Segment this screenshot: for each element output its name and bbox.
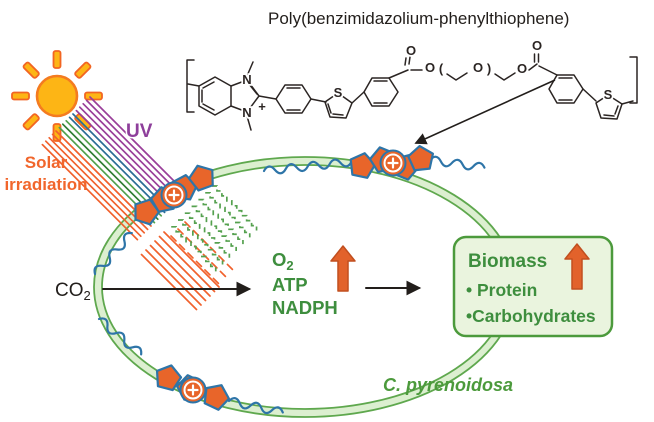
biomass-item-carbohydrates: •Carbohydrates — [466, 306, 596, 326]
atom-n-top: N — [242, 72, 251, 87]
chemical-structure: N N + S O O ( O ) O O — [186, 36, 638, 131]
atom-s-right: S — [604, 87, 613, 102]
atom-charge: + — [258, 99, 266, 114]
biomass-title: Biomass — [468, 251, 547, 272]
species-label: C. pyrenoidosa — [383, 375, 513, 395]
uv-label: UV — [126, 121, 153, 142]
increase-arrow-products — [330, 245, 356, 292]
increase-arrow-biomass — [564, 243, 590, 290]
solar-label-line1: Solar — [25, 153, 68, 172]
aggregate-top — [346, 143, 436, 183]
atom-o-ester-right: O — [517, 61, 527, 76]
solar-label-line2: irradiation — [4, 175, 87, 194]
solar-rays — [41, 96, 186, 241]
structure-to-cell-arrow — [414, 79, 556, 145]
polymer-title: Poly(benzimidazolium-phenylthiophene) — [268, 9, 569, 28]
sun-icon — [11, 50, 103, 142]
paren-close: ) — [487, 61, 491, 76]
atom-o-carbonyl-right: O — [532, 38, 542, 53]
atom-o-ester-left: O — [425, 60, 435, 75]
transmitted-light — [140, 221, 236, 311]
aggregate-bottom — [152, 361, 234, 413]
biomass-item-protein: • Protein — [466, 280, 537, 300]
atp-label: ATP — [272, 274, 308, 295]
o2-label: O2 — [272, 249, 294, 273]
photosynthesis-products: O2 ATP NADPH — [272, 249, 338, 318]
co2-label: CO2 — [55, 280, 91, 303]
paren-open: ( — [439, 61, 444, 76]
atom-s-left: S — [334, 85, 343, 100]
biomass-box: Biomass • Protein •Carbohydrates — [452, 235, 614, 338]
atom-o-mid: O — [473, 60, 483, 75]
atom-n-bottom: N — [242, 105, 251, 120]
atom-o-carbonyl-left: O — [406, 43, 416, 58]
nadph-label: NADPH — [272, 297, 338, 318]
